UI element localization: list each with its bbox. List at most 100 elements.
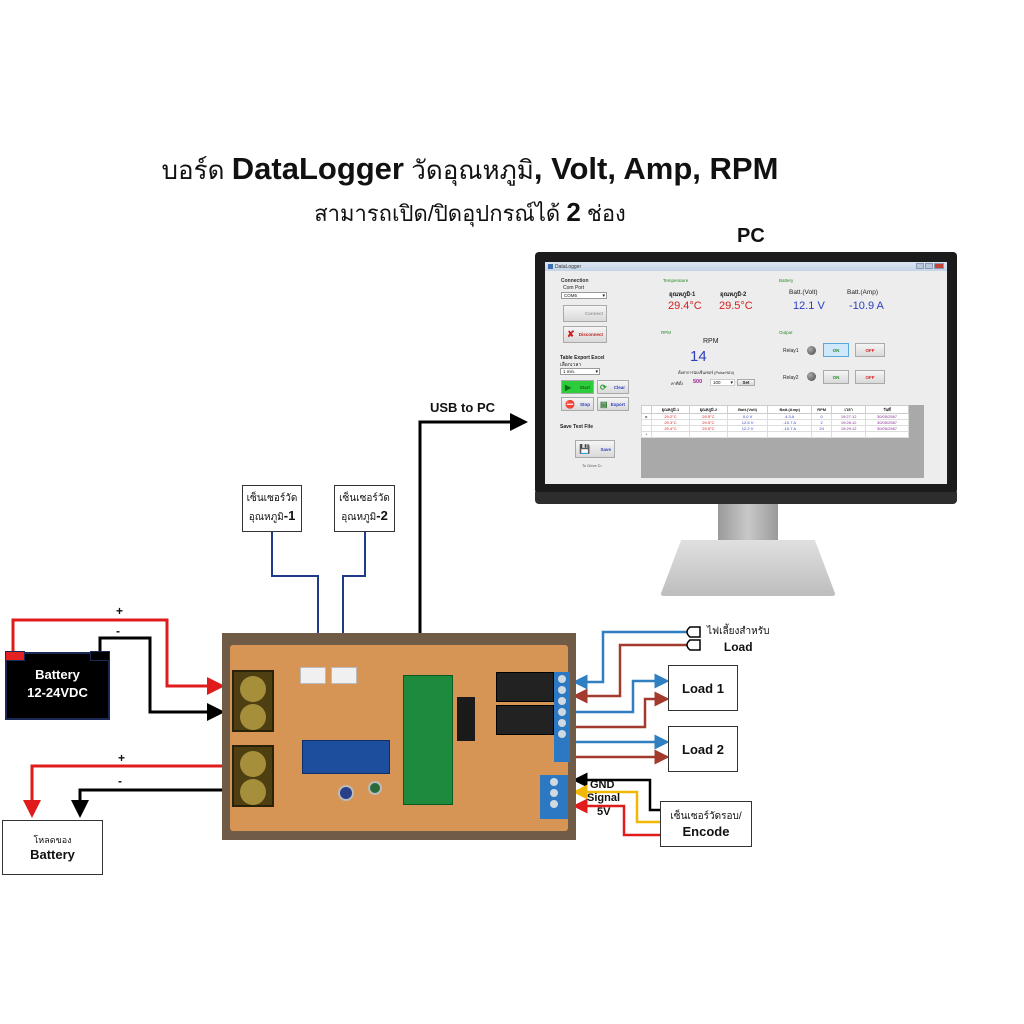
relay2-off-button[interactable]: OFF: [855, 370, 885, 384]
arduino-nano: [403, 675, 453, 805]
battery-positive-wire: [11, 618, 225, 695]
usb-wire: [418, 413, 528, 650]
window-titlebar: DataLogger: [545, 262, 947, 271]
monitor-bezel: [535, 492, 957, 504]
disconnect-button[interactable]: ✘Disconnect: [563, 326, 607, 343]
load-power-brown: [572, 643, 688, 704]
rpm-setting-label: ค่าที่ตั้ง: [671, 381, 684, 386]
relay1-on-button[interactable]: ON: [823, 343, 849, 357]
table-export-group: Table Export Excel: [560, 355, 605, 361]
clear-button[interactable]: ⟳Clear: [597, 380, 629, 394]
sensor1-box: เซ็นเซอร์วัด อุณหภูมิ-1: [242, 485, 302, 532]
relay2: [496, 705, 554, 735]
batt-amp-label: Batt.(Amp): [847, 289, 879, 296]
relay2-led: [807, 372, 816, 381]
excel-icon: ▤: [600, 399, 608, 409]
title-mid: วัดอุณหภูมิ: [411, 155, 534, 185]
load-plus-sign: +: [118, 751, 126, 765]
connect-button[interactable]: Connect: [563, 305, 607, 322]
main-title: บอร์ด DataLogger วัดอุณหภูมิ, Volt, Amp,…: [0, 150, 940, 191]
5v-label: 5V: [597, 806, 611, 818]
relay1-off-button[interactable]: OFF: [855, 343, 885, 357]
save-note: To Drive D:: [582, 463, 602, 468]
new-row[interactable]: *: [641, 431, 909, 438]
gnd-label: GND: [590, 779, 615, 791]
load-positive-wire: [23, 764, 230, 818]
battery-load-line2: Battery: [30, 847, 75, 862]
battery-negative-wire: [98, 636, 225, 721]
encoder-5v-wire: [572, 798, 660, 837]
power-input-terminal: [232, 670, 274, 732]
sensor2-line2: อุณหภูมิ: [341, 512, 377, 524]
load2-box: Load 2: [668, 726, 738, 772]
temp1-value: 29.4°C: [668, 300, 702, 312]
sensor2-number: -2: [376, 508, 388, 524]
load-power-blue: [572, 630, 688, 690]
stop-button[interactable]: ⛔Stop: [561, 397, 594, 411]
load1-blue: [575, 673, 670, 714]
sensor2-line1: เซ็นเซอร์วัด: [339, 493, 390, 505]
plug-icon: [686, 639, 701, 651]
capacitor: [338, 785, 354, 801]
com-port-label: Com Port: [563, 285, 585, 291]
sensor2-wire: [337, 532, 366, 652]
load1-brown: [575, 691, 670, 729]
rpm-set-button[interactable]: Set: [737, 379, 755, 386]
battery-voltage: 12-24VDC: [27, 684, 88, 700]
subtitle-suffix: ช่อง: [586, 201, 626, 226]
grid-header-6[interactable]: วันที่: [865, 405, 909, 414]
close-button[interactable]: [934, 263, 944, 269]
encoder-gnd-wire: [572, 772, 660, 812]
battery-negative-terminal: [90, 651, 110, 661]
monitor-base: [660, 540, 836, 596]
grid-header-5[interactable]: เวลา: [831, 405, 867, 414]
datalogger-window: DataLogger Connection Com Port COM5 Conn…: [545, 262, 947, 484]
grid-header-3[interactable]: Batt.(Amp): [767, 405, 813, 414]
current-sensor-module: [302, 740, 390, 774]
encoder-line2: Encode: [682, 824, 730, 839]
export-button[interactable]: ▤Export: [597, 397, 629, 411]
relay1-label: Relay1: [783, 348, 799, 354]
pc-label: PC: [737, 225, 765, 247]
load-power-label: ไฟเลี้ยงสำหรับ Load: [707, 625, 769, 655]
save-text-group: Save Text File: [560, 424, 593, 430]
signal-label: Signal: [587, 792, 621, 804]
temp2-label: อุณหภูมิ-2: [720, 292, 747, 298]
output-group: Output: [779, 330, 793, 335]
rpm-setting-input[interactable]: 100: [710, 379, 735, 386]
load-negative-wire: [71, 788, 230, 818]
interval-select[interactable]: 1 min.: [560, 368, 600, 375]
rpm-label: RPM: [703, 338, 719, 345]
title-prefix: บอร์ด: [161, 155, 225, 185]
grid-header-2[interactable]: Batt.(Volt): [726, 405, 769, 414]
com-port-select[interactable]: COM5: [561, 292, 607, 299]
grid-header-0[interactable]: อุณหภูมิ-1: [651, 405, 690, 414]
batt-volt-label: Batt.(Volt): [789, 289, 818, 296]
title-brand: DataLogger: [231, 151, 404, 186]
app-icon: [548, 264, 553, 269]
battery-positive-terminal: [5, 651, 25, 661]
grid-header-4[interactable]: RPM: [811, 405, 833, 414]
relay1: [496, 672, 554, 702]
load-power-line2: Load: [723, 639, 753, 654]
rpm-group: RPM: [661, 330, 671, 335]
start-button[interactable]: ▶Start: [561, 380, 594, 394]
minimize-button[interactable]: [916, 263, 924, 269]
subtitle: สามารถเปิด/ปิดอุปกรณ์ได้ 2 ช่อง: [0, 196, 940, 231]
save-button[interactable]: 💾Save: [575, 440, 615, 458]
grid-header-1[interactable]: อุณหภูมิ-2: [688, 405, 728, 414]
relay2-label: Relay2: [783, 375, 799, 381]
usb-label: USB to PC: [430, 400, 495, 415]
relay1-led: [807, 346, 816, 355]
sensor1-line1: เซ็นเซอร์วัด: [246, 493, 298, 505]
save-icon: 💾: [579, 443, 591, 454]
sensor1-line2: อุณหภูมิ: [248, 512, 284, 524]
relay2-on-button[interactable]: ON: [823, 370, 849, 384]
temp2-value: 29.5°C: [719, 300, 753, 312]
interval-label: เลือกเวลา: [560, 362, 582, 368]
connection-group: Connection: [561, 278, 589, 284]
maximize-button[interactable]: [925, 263, 933, 269]
